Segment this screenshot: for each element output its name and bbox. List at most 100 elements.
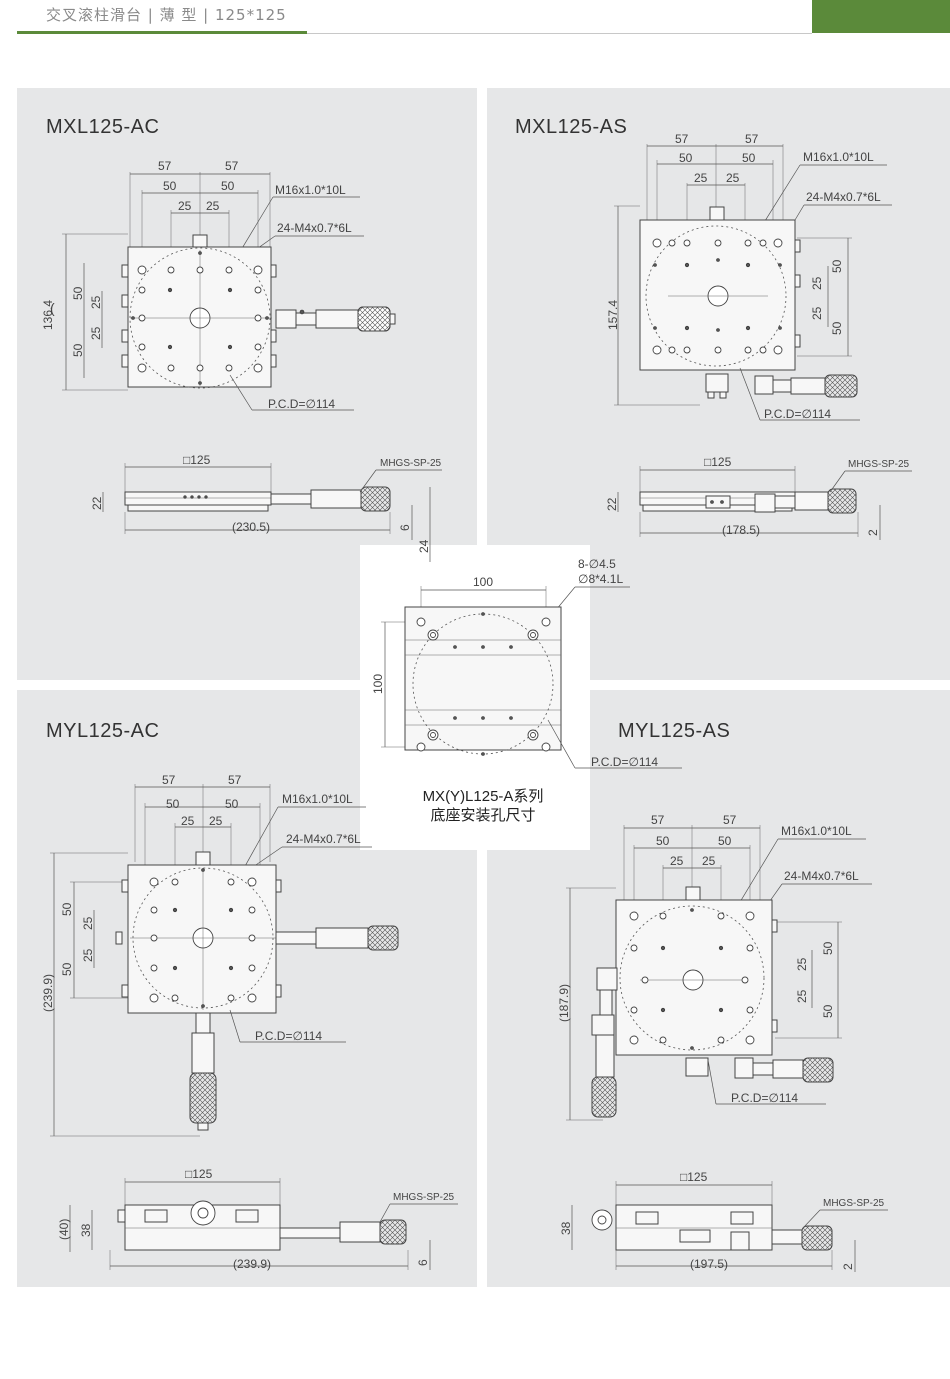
mxl125-as-dim-25b: 25 <box>726 171 740 185</box>
base-holes-2: ∅8*4.1L <box>578 572 623 586</box>
myl125-as-length: (197.5) <box>690 1257 728 1271</box>
base-drawing: 8-∅4.5 ∅8*4.1L 100 100 P.C.D=∅114 MX(Y)L… <box>371 557 682 824</box>
mxl125-ac-d24: 24 <box>417 539 431 553</box>
myl125-ac-d6: 6 <box>416 1259 430 1266</box>
myl125-as-dim-57a: 57 <box>651 813 665 827</box>
myl125-ac-h40: (40) <box>57 1219 71 1240</box>
mxl125-ac-holes: 24-M4x0.7*6L <box>277 221 352 235</box>
mxl125-ac-dim-50b: 50 <box>221 179 235 193</box>
mxl125-ac-side-total: 136.4 <box>41 300 55 330</box>
myl125-as-side-total: (187.9) <box>557 984 571 1022</box>
myl125-as-r50a: 50 <box>821 941 835 955</box>
myl125-as-dim-25b: 25 <box>702 854 716 868</box>
base-holes-1: 8-∅4.5 <box>578 557 616 571</box>
myl125-as-dim-57b: 57 <box>723 813 737 827</box>
myl125-ac-h38: 38 <box>79 1223 93 1237</box>
page-header: 交叉滚柱滑台 | 薄 型 | 125*125 <box>0 0 950 40</box>
mxl125-as-drawing: MXL125-AS 57 57 50 50 25 25 M16x1.0*10L … <box>515 116 912 540</box>
mxl125-ac-side-25b: 25 <box>89 326 103 340</box>
myl125-as-dim-25a: 25 <box>670 854 684 868</box>
mxl125-as-dim-57b: 57 <box>745 132 759 146</box>
page-title: 交叉滚柱滑台 | 薄 型 | 125*125 <box>46 6 287 24</box>
myl125-ac-mic: MHGS-SP-25 <box>393 1192 455 1203</box>
mxl125-ac-height: 22 <box>90 496 104 510</box>
myl125-ac-length: (239.9) <box>233 1257 271 1271</box>
myl125-ac-side-25b: 25 <box>81 948 95 962</box>
header-accent-bar <box>17 31 307 34</box>
mxl125-as-dim-25a: 25 <box>694 171 708 185</box>
mxl125-as-d2: 2 <box>866 529 880 536</box>
mxl125-as-sq: □125 <box>704 455 732 469</box>
myl125-ac-sq: □125 <box>185 1167 213 1181</box>
header-divider <box>17 33 812 34</box>
mxl125-ac-pcd: P.C.D=∅114 <box>268 397 335 411</box>
mxl125-as-r50b: 50 <box>830 321 844 335</box>
myl125-ac-dim-57b: 57 <box>228 773 242 787</box>
myl125-as-r25a: 25 <box>795 957 809 971</box>
header-brand-block <box>812 0 950 33</box>
myl125-ac-dim-25a: 25 <box>181 814 195 828</box>
myl125-as-holes: 24-M4x0.7*6L <box>784 869 859 883</box>
myl125-as-d2: 2 <box>841 1263 855 1270</box>
mxl125-as-thread: M16x1.0*10L <box>803 150 874 164</box>
base-caption-2: 底座安装孔尺寸 <box>430 807 535 824</box>
myl125-ac-model: MYL125-AC <box>46 720 159 742</box>
mxl125-as-dim-50a: 50 <box>679 151 693 165</box>
myl125-ac-drawing: MYL125-AC 57 57 50 50 25 25 M16x1.0*10L … <box>41 720 458 1271</box>
base-caption-1: MX(Y)L125-A系列 <box>423 788 544 805</box>
mxl125-ac-d6: 6 <box>398 524 412 531</box>
myl125-as-pcd: P.C.D=∅114 <box>731 1091 798 1105</box>
myl125-ac-side-25a: 25 <box>81 916 95 930</box>
mxl125-ac-drawing: MXL125-AC 57 57 50 50 25 25 M16x1.0*10L … <box>41 116 442 562</box>
myl125-ac-dim-25b: 25 <box>209 814 223 828</box>
myl125-ac-dim-50b: 50 <box>225 797 239 811</box>
mxl125-ac-side-50b: 50 <box>71 343 85 357</box>
myl125-ac-side-50a: 50 <box>60 902 74 916</box>
myl125-as-dim-50b: 50 <box>718 834 732 848</box>
base-width: 100 <box>473 575 493 589</box>
myl125-as-model: MYL125-AS <box>618 720 730 742</box>
mxl125-as-length: (178.5) <box>722 523 760 537</box>
mxl125-ac-model: MXL125-AC <box>46 116 159 138</box>
myl125-ac-thread: M16x1.0*10L <box>282 792 353 806</box>
mxl125-ac-side-25a: 25 <box>89 295 103 309</box>
mxl125-as-height: 22 <box>605 497 619 511</box>
myl125-as-thread: M16x1.0*10L <box>781 824 852 838</box>
mxl125-ac-dim-25a: 25 <box>178 199 192 213</box>
mxl125-ac-mic: MHGS-SP-25 <box>380 458 442 469</box>
myl125-ac-pcd: P.C.D=∅114 <box>255 1029 322 1043</box>
base-pcd: P.C.D=∅114 <box>591 755 658 769</box>
base-height: 100 <box>371 674 385 694</box>
myl125-as-mic: MHGS-SP-25 <box>823 1198 885 1209</box>
myl125-as-dim-50a: 50 <box>656 834 670 848</box>
mxl125-ac-thread: M16x1.0*10L <box>275 183 346 197</box>
myl125-as-drawing: MYL125-AS 57 57 50 50 25 25 M16x1.0*10L … <box>557 720 888 1272</box>
myl125-as-r25b: 25 <box>795 989 809 1003</box>
mxl125-ac-side-50a: 50 <box>71 286 85 300</box>
mxl125-ac-dim-57a: 57 <box>158 159 172 173</box>
mxl125-as-side-total: 157.4 <box>606 300 620 330</box>
mxl125-as-r25a: 25 <box>810 276 824 290</box>
myl125-ac-dim-50a: 50 <box>166 797 180 811</box>
myl125-ac-holes: 24-M4x0.7*6L <box>286 832 361 846</box>
mxl125-as-dim-50b: 50 <box>742 151 756 165</box>
mxl125-as-pcd: P.C.D=∅114 <box>764 407 831 421</box>
mxl125-as-model: MXL125-AS <box>515 116 627 138</box>
myl125-ac-side-total: (239.9) <box>41 974 55 1012</box>
myl125-as-r50b: 50 <box>821 1004 835 1018</box>
mxl125-as-holes: 24-M4x0.7*6L <box>806 190 881 204</box>
mxl125-ac-side-paren: ( <box>50 300 55 316</box>
mxl125-ac-dim-57b: 57 <box>225 159 239 173</box>
myl125-ac-dim-57a: 57 <box>162 773 176 787</box>
mxl125-ac-dim-50a: 50 <box>163 179 177 193</box>
mxl125-as-dim-57a: 57 <box>675 132 689 146</box>
myl125-as-sq: □125 <box>680 1170 708 1184</box>
mxl125-as-mic: MHGS-SP-25 <box>848 459 910 470</box>
mxl125-ac-dim-25b: 25 <box>206 199 220 213</box>
mxl125-ac-sq: □125 <box>183 453 211 467</box>
mxl125-as-r50a: 50 <box>830 259 844 273</box>
mxl125-ac-length: (230.5) <box>232 520 270 534</box>
mxl125-as-r25b: 25 <box>810 306 824 320</box>
myl125-as-h38: 38 <box>559 1221 573 1235</box>
